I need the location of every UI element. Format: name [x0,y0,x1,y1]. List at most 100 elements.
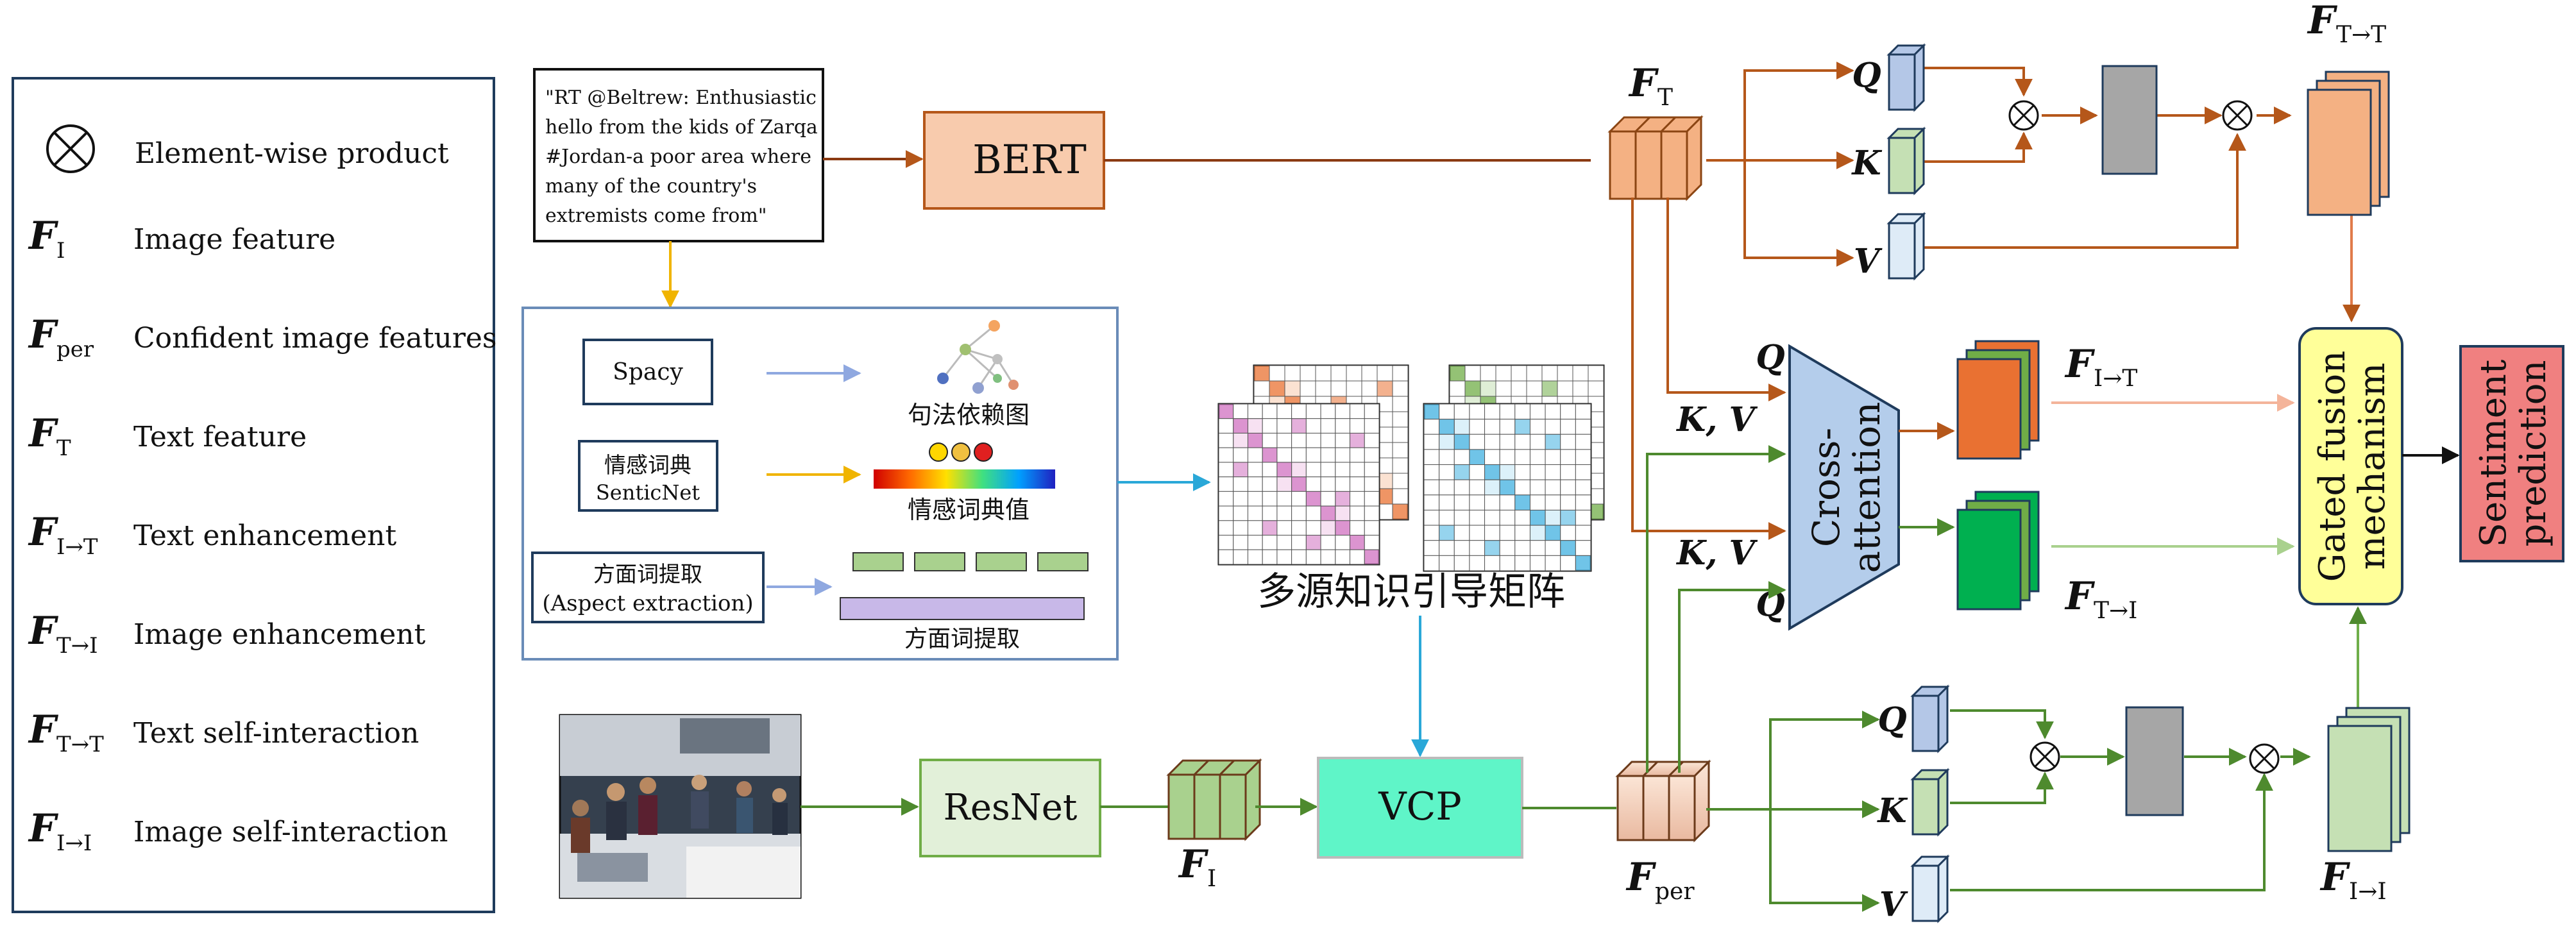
blue-matrix-cell [1575,525,1591,541]
pink-matrix-cell [1364,462,1380,478]
blue-matrix-cell [1514,540,1530,556]
back-pink-cell [1392,488,1409,505]
back-pink-cell [1346,380,1362,397]
blue-matrix-cell [1575,479,1591,496]
pink-matrix-cell [1233,505,1248,521]
blue-matrix-cell [1545,555,1561,571]
back-blue-cell [1495,380,1512,397]
blue-matrix-cell [1439,525,1455,541]
legend-desc: Image feature [133,223,335,256]
legend-desc: Image self-interaction [133,816,448,848]
blue-matrix-cell [1560,403,1576,420]
back-pink-cell [1392,442,1409,459]
blue-matrix-cell [1514,555,1530,571]
back-blue-cell [1526,380,1543,397]
pink-matrix-cell [1291,535,1307,550]
spacy-label: Spacy [613,359,683,385]
blue-matrix-cell [1545,419,1561,435]
tweet-line: hello from the kids of Zarqa [545,116,818,139]
blue-matrix-cell [1484,494,1500,510]
pink-matrix-cell [1218,447,1234,463]
pink-matrix-cell [1262,432,1278,448]
back-pink-cell [1253,365,1270,382]
pink-matrix-cell [1335,432,1351,448]
pink-matrix-cell [1276,491,1292,507]
legend-desc-product: Element-wise product [135,137,449,170]
pink-matrix-cell [1233,403,1248,419]
blue-matrix-cell [1499,464,1516,480]
q-block-text [1888,53,1916,111]
blue-matrix-cell [1423,525,1440,541]
blue-matrix-cell [1560,494,1576,510]
pink-matrix-cell [1233,549,1248,565]
back-blue-cell [1588,365,1604,382]
vcp-label: VCP [1378,784,1462,829]
pink-matrix-cell [1364,418,1380,434]
pink-matrix-cell [1320,505,1336,521]
pink-matrix-cell [1320,476,1336,492]
pink-matrix-cell [1233,491,1248,507]
back-pink-cell [1269,365,1285,382]
fit-layer [1956,358,2022,460]
blue-matrix-cell [1514,403,1530,420]
pink-matrix-cell [1335,549,1351,565]
blue-matrix-cell [1499,419,1516,435]
pink-matrix-cell [1291,432,1307,448]
lexicon-label-1: 情感词典 [604,453,691,478]
back-blue-cell [1464,380,1481,397]
blue-matrix-cell [1453,555,1470,571]
label-ftt-main: F [2307,0,2338,43]
pink-matrix-cell [1247,505,1263,521]
ftt-feature-block [2307,71,2390,216]
pink-matrix-cell [1262,505,1278,521]
label-fi-main: F [1178,842,1209,887]
blue-matrix-cell [1469,540,1486,556]
pink-matrix-cell [1364,535,1380,550]
fii-layer [2327,725,2393,852]
blue-matrix-cell [1499,540,1516,556]
emoji-icons [929,442,993,462]
sentiment-prediction-module: Sentiment prediction [2459,345,2564,562]
gated-fusion-label-2: mechanism [2351,363,2393,570]
back-pink-cell [1377,380,1393,397]
pink-matrix-cell [1247,447,1263,463]
k-label-image: K [1876,791,1908,830]
label-fti-main: F [2064,574,2096,619]
text-qkv-blocks [1886,43,1926,281]
fper-feature-block [1615,759,1711,843]
feature-bar [1193,773,1221,840]
legend-box [12,77,495,913]
pink-matrix-cell [1291,505,1307,521]
back-blue-cell [1588,380,1604,397]
aspect-blocks [840,552,1089,620]
pink-matrix-cell [1320,418,1336,434]
product-icon-t1 [2008,100,2039,131]
back-pink-cell [1392,365,1409,382]
blue-matrix-cell [1514,479,1530,496]
pink-matrix-cell [1305,535,1321,550]
pink-matrix-cell [1291,403,1307,419]
back-blue-cell [1572,365,1589,382]
pink-matrix-cell [1247,403,1263,419]
blue-matrix-cell [1514,509,1530,526]
blue-matrix-cell [1423,509,1440,526]
pink-matrix-cell [1276,549,1292,565]
feature-bar [1660,130,1688,200]
back-pink-cell [1377,365,1393,382]
k-block-text [1888,137,1916,194]
label-fit-main: F [2064,342,2096,387]
blue-matrix-cell [1453,525,1470,541]
pink-matrix-cell [1350,491,1365,507]
product-icon-t2 [2222,100,2253,131]
blue-matrix-cell [1529,419,1546,435]
k-block-image [1911,778,1940,836]
blue-matrix-cell [1439,434,1455,450]
text-attn-weight-box [2101,65,2158,175]
label-fti-sub: T→I [2094,598,2137,624]
blue-matrix-cell [1575,403,1591,420]
legend-symbol-sub: I→T [56,534,98,560]
